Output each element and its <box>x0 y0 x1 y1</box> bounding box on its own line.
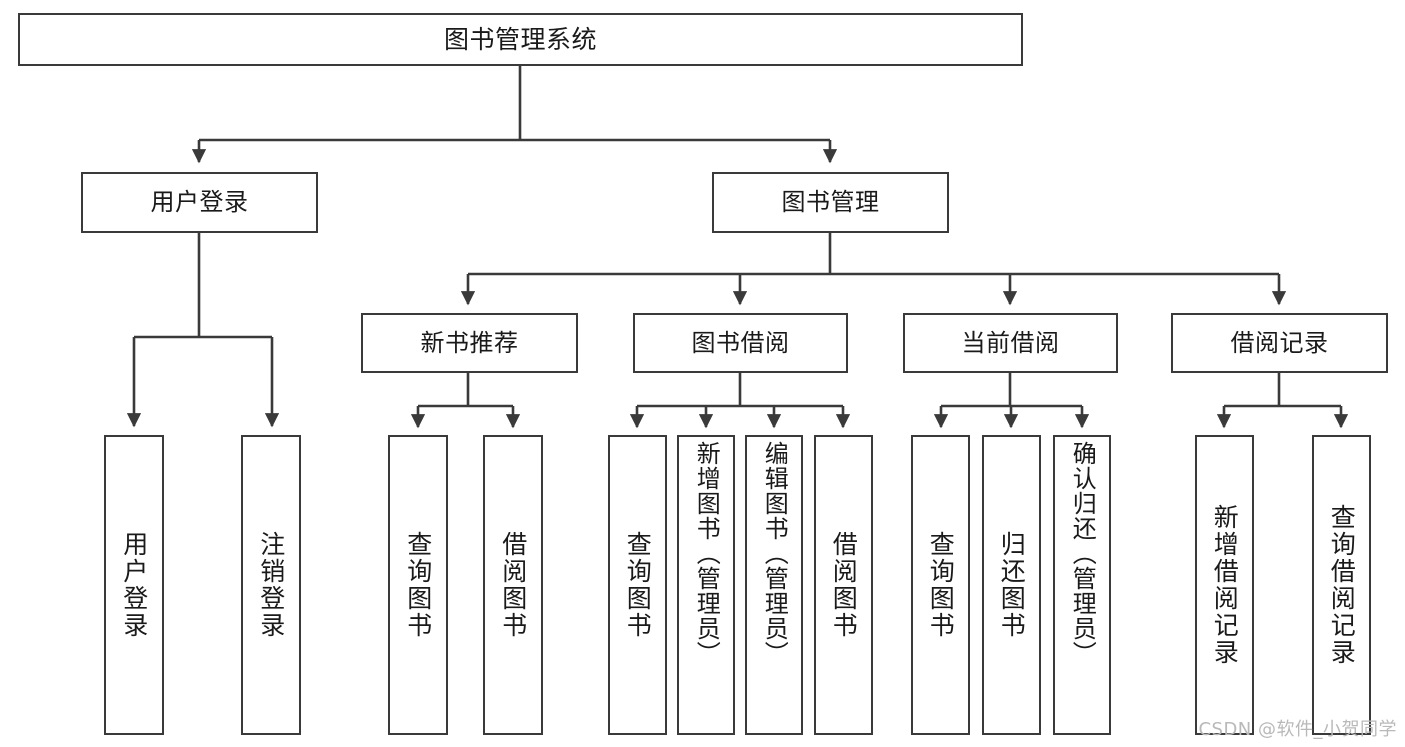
leaf-user-login[interactable]: 用户登录 <box>104 435 164 735</box>
node-book-management-label: 图书管理 <box>781 188 880 217</box>
leaf-current-return-book[interactable]: 归还图书 <box>982 435 1041 735</box>
leaf-record-query-record-label: 查询借阅记录 <box>1327 504 1357 666</box>
node-book-borrow-label: 图书借阅 <box>691 328 790 357</box>
node-current-borrow-label: 当前借阅 <box>961 328 1060 357</box>
node-user-login-label: 用户登录 <box>150 188 249 217</box>
leaf-logout[interactable]: 注销登录 <box>241 435 301 735</box>
leaf-borrow-query-book-label: 查询图书 <box>623 531 653 639</box>
leaf-borrow-query-book[interactable]: 查询图书 <box>608 435 667 735</box>
node-new-book-recommend-label: 新书推荐 <box>420 328 519 357</box>
leaf-newbook-borrow-book-label: 借阅图书 <box>498 531 528 639</box>
leaf-borrow-add-book-admin-label: 新增图书（管理员） <box>692 441 721 666</box>
leaf-borrow-edit-book-admin-label: 编辑图书（管理员） <box>760 441 789 666</box>
node-book-management[interactable]: 图书管理 <box>712 172 949 233</box>
leaf-current-query-book[interactable]: 查询图书 <box>911 435 970 735</box>
leaf-borrow-borrow-book-label: 借阅图书 <box>829 531 859 639</box>
watermark: CSDN @软件_小贺同学 <box>1198 719 1397 740</box>
leaf-logout-label: 注销登录 <box>256 531 286 639</box>
leaf-borrow-add-book-admin[interactable]: 新增图书（管理员） <box>677 435 735 735</box>
leaf-record-add-record[interactable]: 新增借阅记录 <box>1195 435 1254 735</box>
node-user-login[interactable]: 用户登录 <box>81 172 318 233</box>
leaf-newbook-query-book[interactable]: 查询图书 <box>388 435 448 735</box>
leaf-current-return-book-label: 归还图书 <box>997 531 1027 639</box>
leaf-record-query-record[interactable]: 查询借阅记录 <box>1312 435 1371 735</box>
node-new-book-recommend[interactable]: 新书推荐 <box>361 313 578 373</box>
leaf-user-login-label: 用户登录 <box>119 531 149 639</box>
leaf-newbook-query-book-label: 查询图书 <box>403 531 433 639</box>
node-borrow-record-label: 借阅记录 <box>1230 328 1329 357</box>
leaf-current-query-book-label: 查询图书 <box>926 531 956 639</box>
node-current-borrow[interactable]: 当前借阅 <box>903 313 1118 373</box>
node-book-borrow[interactable]: 图书借阅 <box>633 313 848 373</box>
node-root[interactable]: 图书管理系统 <box>18 13 1023 66</box>
leaf-record-add-record-label: 新增借阅记录 <box>1210 504 1240 666</box>
leaf-current-confirm-return-admin[interactable]: 确认归还（管理员） <box>1053 435 1111 735</box>
node-borrow-record[interactable]: 借阅记录 <box>1171 313 1388 373</box>
leaf-current-confirm-return-admin-label: 确认归还（管理员） <box>1068 441 1097 666</box>
leaf-newbook-borrow-book[interactable]: 借阅图书 <box>483 435 543 735</box>
leaf-borrow-borrow-book[interactable]: 借阅图书 <box>814 435 873 735</box>
leaf-borrow-edit-book-admin[interactable]: 编辑图书（管理员） <box>745 435 803 735</box>
node-root-label: 图书管理系统 <box>443 24 597 54</box>
